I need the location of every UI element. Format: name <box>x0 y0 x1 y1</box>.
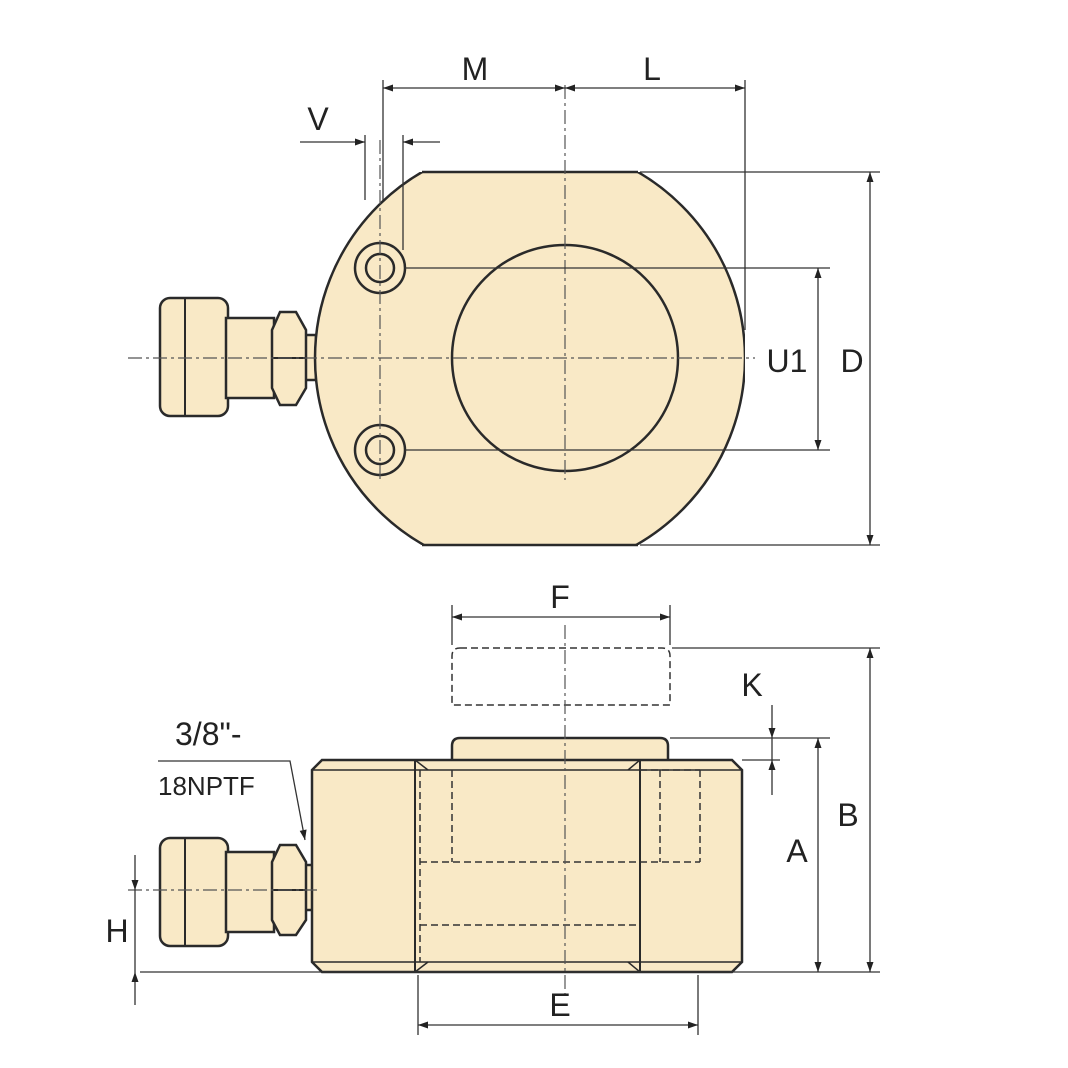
dim-label-m: M <box>462 51 489 87</box>
dim-label-l: L <box>643 51 661 87</box>
plunger <box>450 736 670 764</box>
dim-label-b: B <box>837 797 858 833</box>
side-view: F K A B E H 3/8"- 18NPTF <box>105 579 880 1035</box>
dim-label-f: F <box>550 579 570 615</box>
port-thread-note-line1: 3/8"- <box>175 716 242 752</box>
top-view: M L V U1 D <box>128 51 880 547</box>
dim-label-u1: U1 <box>767 343 808 379</box>
plunger-extended <box>451 647 671 706</box>
dim-label-d: D <box>840 343 863 379</box>
port-thread-note-line2: 18NPTF <box>158 771 255 801</box>
dim-label-h: H <box>105 913 128 949</box>
dim-label-v: V <box>307 101 329 137</box>
cylinder-body-side <box>310 758 744 974</box>
dim-label-k: K <box>741 667 762 703</box>
hydraulic-coupler-side <box>158 836 318 948</box>
dim-label-a: A <box>786 833 808 869</box>
hydraulic-coupler-top <box>158 296 318 418</box>
dim-label-e: E <box>549 987 570 1023</box>
